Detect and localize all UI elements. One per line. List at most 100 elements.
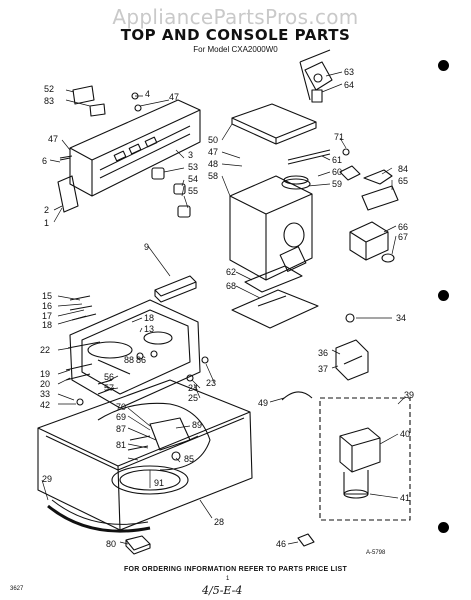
callout-label: 2 xyxy=(44,205,49,215)
switch-part xyxy=(72,85,95,105)
binder-hole-bottom xyxy=(438,522,449,533)
cabinet-top xyxy=(37,379,253,531)
binder-hole-top xyxy=(438,60,449,71)
bracket-plate xyxy=(231,289,319,329)
callout-label: 58 xyxy=(208,171,218,181)
callout-label: 68 xyxy=(226,281,236,291)
pump-assembly-box xyxy=(319,397,411,521)
callout-label: 24 xyxy=(188,383,198,393)
callout-label: 56 xyxy=(104,372,114,382)
callout-label: 66 xyxy=(398,222,408,232)
callout-label: 53 xyxy=(188,162,198,172)
callout-label: 70 xyxy=(116,402,126,412)
callout-label: 33 xyxy=(40,389,50,399)
switch-part xyxy=(89,103,106,117)
callout-label: 42 xyxy=(40,400,50,410)
callout-label: 47 xyxy=(208,147,218,157)
callout-label: 47 xyxy=(169,92,179,102)
fastener xyxy=(345,313,355,323)
callout-label: 89 xyxy=(192,420,202,430)
switch-block xyxy=(349,221,389,261)
callout-label: 1 xyxy=(44,218,49,228)
diagram-title: TOP AND CONSOLE PARTS xyxy=(120,26,351,44)
callout-label: 25 xyxy=(188,393,198,403)
gasket-ring xyxy=(47,504,151,533)
mounting-bracket xyxy=(335,339,369,381)
callout-label: 59 xyxy=(332,179,342,189)
callout-label: 83 xyxy=(44,96,54,106)
callout-label: 4 xyxy=(145,89,150,99)
callout-label: 13 xyxy=(144,324,154,334)
spring xyxy=(281,178,311,190)
ordering-footer: FOR ORDERING INFORMATION REFER TO PARTS … xyxy=(123,566,348,573)
callout-label: 49 xyxy=(258,398,268,408)
callout-label: 3 xyxy=(188,150,193,160)
callout-label: 40 xyxy=(400,429,410,439)
callout-label: 61 xyxy=(332,155,342,165)
callout-labels: 52 83 4 47 47 6 3 53 54 55 2 1 50 47 48 … xyxy=(40,67,414,549)
callout-label: 16 xyxy=(42,301,52,311)
callout-label: 19 xyxy=(40,369,50,379)
callout-label: 28 xyxy=(214,517,224,527)
callout-label: 22 xyxy=(40,345,50,355)
callout-label: 86 xyxy=(136,355,146,365)
callout-label: 85 xyxy=(184,454,194,464)
callout-label: 50 xyxy=(208,135,218,145)
rod xyxy=(287,149,331,165)
console-end-cap xyxy=(57,175,79,213)
callout-label: 46 xyxy=(276,539,286,549)
bracket xyxy=(244,265,303,293)
callout-label: 69 xyxy=(116,412,126,422)
control-knob-panel xyxy=(154,275,197,297)
callout-label: 62 xyxy=(226,267,236,277)
timer-housing xyxy=(229,175,313,281)
callout-label: 29 xyxy=(42,474,52,484)
callout-label: 23 xyxy=(206,378,216,388)
callout-label: 15 xyxy=(42,291,52,301)
callout-label: 57 xyxy=(104,383,114,393)
console-panel xyxy=(69,99,201,197)
selector-knob xyxy=(173,183,186,195)
callout-label: 63 xyxy=(344,67,354,77)
callout-label: 54 xyxy=(188,174,198,184)
callout-label: 67 xyxy=(398,232,408,242)
callout-label: 60 xyxy=(332,167,342,177)
callout-label: 48 xyxy=(208,159,218,169)
wire-clip xyxy=(281,391,313,401)
callout-label: 81 xyxy=(116,440,126,450)
callout-label: 47 xyxy=(48,134,58,144)
document-code: 3627 xyxy=(10,586,24,592)
callout-label: 87 xyxy=(116,424,126,434)
model-subtitle: For Model CXA2000W0 xyxy=(193,45,278,54)
callout-label: 18 xyxy=(42,320,52,330)
callout-label: 6 xyxy=(42,156,47,166)
callout-label: 52 xyxy=(44,84,54,94)
callout-label: 91 xyxy=(154,478,164,488)
top-frame xyxy=(69,299,201,409)
watermark-text: AppliancePartsPros.com xyxy=(112,5,359,29)
callout-label: 17 xyxy=(42,311,52,321)
callout-label: 18 xyxy=(144,313,154,323)
selector-knob xyxy=(177,205,191,218)
page-mark: 1 xyxy=(226,576,230,582)
callout-label: 37 xyxy=(318,364,328,374)
callout-label: 20 xyxy=(40,379,50,389)
lid-switch xyxy=(304,61,333,91)
callout-label: 64 xyxy=(344,80,354,90)
binder-hole-middle xyxy=(438,290,449,301)
leveling-foot xyxy=(125,535,151,551)
clip-part xyxy=(339,165,361,181)
bracket-part xyxy=(363,169,393,185)
callout-label: 84 xyxy=(398,164,408,174)
handwritten-note: 4/5-E-4 xyxy=(202,584,243,597)
callout-label: 71 xyxy=(334,132,344,142)
callout-label: 36 xyxy=(318,348,328,358)
callout-label: 39 xyxy=(404,390,414,400)
callout-label: 88 xyxy=(124,355,134,365)
callout-label: 55 xyxy=(188,186,198,196)
plug-part xyxy=(297,533,315,547)
selector-knob xyxy=(151,167,165,180)
callout-label: 80 xyxy=(106,539,116,549)
callout-label: 65 xyxy=(398,176,408,186)
